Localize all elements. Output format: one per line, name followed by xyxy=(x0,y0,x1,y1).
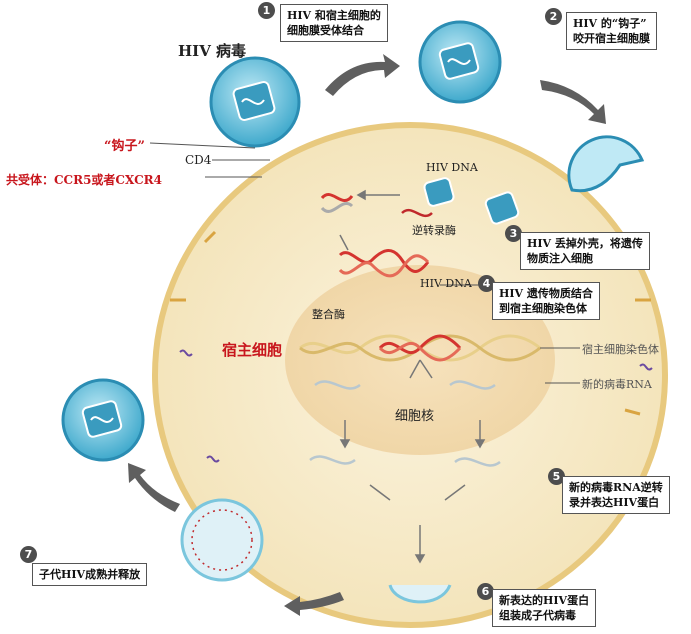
step-7-line-1: 子代HIV成熟并释放 xyxy=(39,568,141,581)
process-arrows xyxy=(339,189,486,564)
step-1-line-1: HIV 和宿主细胞的 xyxy=(287,9,381,22)
host-cell-label: 宿主细胞 xyxy=(222,341,283,359)
step-3-box: HIV 丢掉外壳，将遗传 物质注入细胞 xyxy=(520,232,650,270)
budding-virus xyxy=(388,584,452,604)
step-7-badge: 7 xyxy=(20,546,37,563)
host-chromosome-label: 宿主细胞染色体 xyxy=(582,343,659,356)
step-2-badge: 2 xyxy=(545,8,562,25)
reverse-transcriptase-label: 逆转录酶 xyxy=(412,224,456,237)
cd4-label: CD4 xyxy=(185,153,212,167)
hiv-dna-helix xyxy=(338,249,430,278)
step-6-badge: 6 xyxy=(477,583,494,600)
hiv-capsid-entering xyxy=(423,177,520,225)
viral-rna xyxy=(309,380,501,467)
step-3-line-2: 物质注入细胞 xyxy=(527,252,593,265)
hook-label: “钩子” xyxy=(104,139,145,154)
step-5-line-2: 录并表达HIV蛋白 xyxy=(569,496,660,509)
step-2-box: HIV 的“钩子” 咬开宿主细胞膜 xyxy=(566,12,657,50)
step-4-badge: 4 xyxy=(478,275,495,292)
hiv-virus-main xyxy=(209,56,301,148)
step-6-line-2: 组装成子代病毒 xyxy=(499,609,576,622)
step-5-box: 新的病毒RNA逆转 录并表达HIV蛋白 xyxy=(562,476,670,514)
step-3-badge: 3 xyxy=(505,225,522,242)
step-2-line-2: 咬开宿主细胞膜 xyxy=(573,32,650,45)
step-5-line-1: 新的病毒RNA逆转 xyxy=(569,481,663,494)
step-4-line-2: 到宿主细胞染色体 xyxy=(499,302,587,315)
hiv-virus-binding xyxy=(418,20,502,104)
integrase-label: 整合酶 xyxy=(312,308,345,321)
virus-title: HIV 病毒 xyxy=(178,42,247,60)
reverse-transcriptase-rna xyxy=(401,208,433,218)
step-5-badge: 5 xyxy=(548,468,565,485)
step-3-line-1: HIV 丢掉外壳，将遗传 xyxy=(527,237,643,250)
step-1-badge: 1 xyxy=(258,2,275,19)
step-4-box: HIV 遗传物质结合 到宿主细胞染色体 xyxy=(492,282,600,320)
step-7-box: 子代HIV成熟并释放 xyxy=(32,563,148,586)
step-1-line-2: 细胞膜受体结合 xyxy=(287,24,364,37)
step-4-line-1: HIV 遗传物质结合 xyxy=(499,287,593,300)
step-2-line-1: HIV 的“钩子” xyxy=(573,17,647,30)
step-6-line-1: 新表达的HIV蛋白 xyxy=(499,594,590,607)
hiv-dna-label-mid: HIV DNA xyxy=(420,277,472,290)
nucleus-label: 细胞核 xyxy=(395,409,435,424)
label-leaders xyxy=(149,142,580,384)
step-6-box: 新表达的HIV蛋白 组装成子代病毒 xyxy=(492,589,597,627)
cd4-receptors xyxy=(170,230,651,416)
hiv-virus-progeny xyxy=(61,378,145,462)
cycle-arrows xyxy=(128,54,606,616)
step-1-box: HIV 和宿主细胞的 细胞膜受体结合 xyxy=(280,4,388,42)
hiv-virus-immature xyxy=(180,498,264,582)
hiv-dna-label-top: HIV DNA xyxy=(426,161,478,174)
hiv-virus-fusing xyxy=(567,135,645,193)
host-chromosome-dna xyxy=(299,334,541,362)
coreceptor-label: 共受体：CCR5或者CXCR4 xyxy=(6,173,162,187)
hiv-dna-fragment xyxy=(320,193,354,213)
coreceptors xyxy=(179,349,653,463)
new-viral-rna-label: 新的病毒RNA xyxy=(582,378,652,391)
